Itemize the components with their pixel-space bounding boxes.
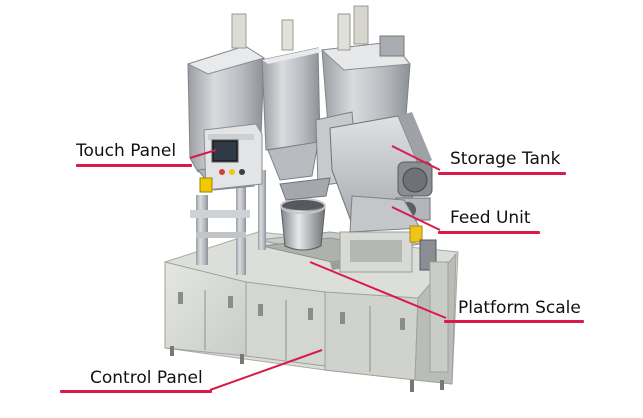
underline-storage-tank	[438, 172, 566, 175]
leader-control-panel	[209, 349, 323, 391]
label-feed-unit: Feed Unit	[450, 208, 531, 228]
label-platform-scale: Platform Scale	[458, 298, 581, 318]
leader-feed-unit	[391, 206, 441, 231]
label-touch-panel: Touch Panel	[76, 141, 177, 161]
touch-panel-box	[199, 123, 263, 193]
side-rail	[429, 261, 449, 373]
label-control-panel: Control Panel	[90, 368, 203, 388]
underline-control-panel	[60, 390, 212, 393]
leader-storage-tank	[391, 145, 441, 171]
leader-platform-scale	[309, 261, 447, 319]
yellow-unit	[409, 225, 423, 243]
label-storage-tank: Storage Tank	[450, 149, 561, 169]
underline-feed-unit	[438, 231, 540, 234]
top-pipes	[231, 5, 369, 51]
leader-lines	[189, 145, 447, 391]
underline-touch-panel	[76, 164, 192, 167]
leader-touch-panel	[189, 149, 217, 159]
underline-platform-scale	[444, 320, 584, 323]
storage-tank-body	[329, 112, 433, 233]
bucket	[279, 177, 331, 251]
frame-posts	[190, 170, 266, 275]
